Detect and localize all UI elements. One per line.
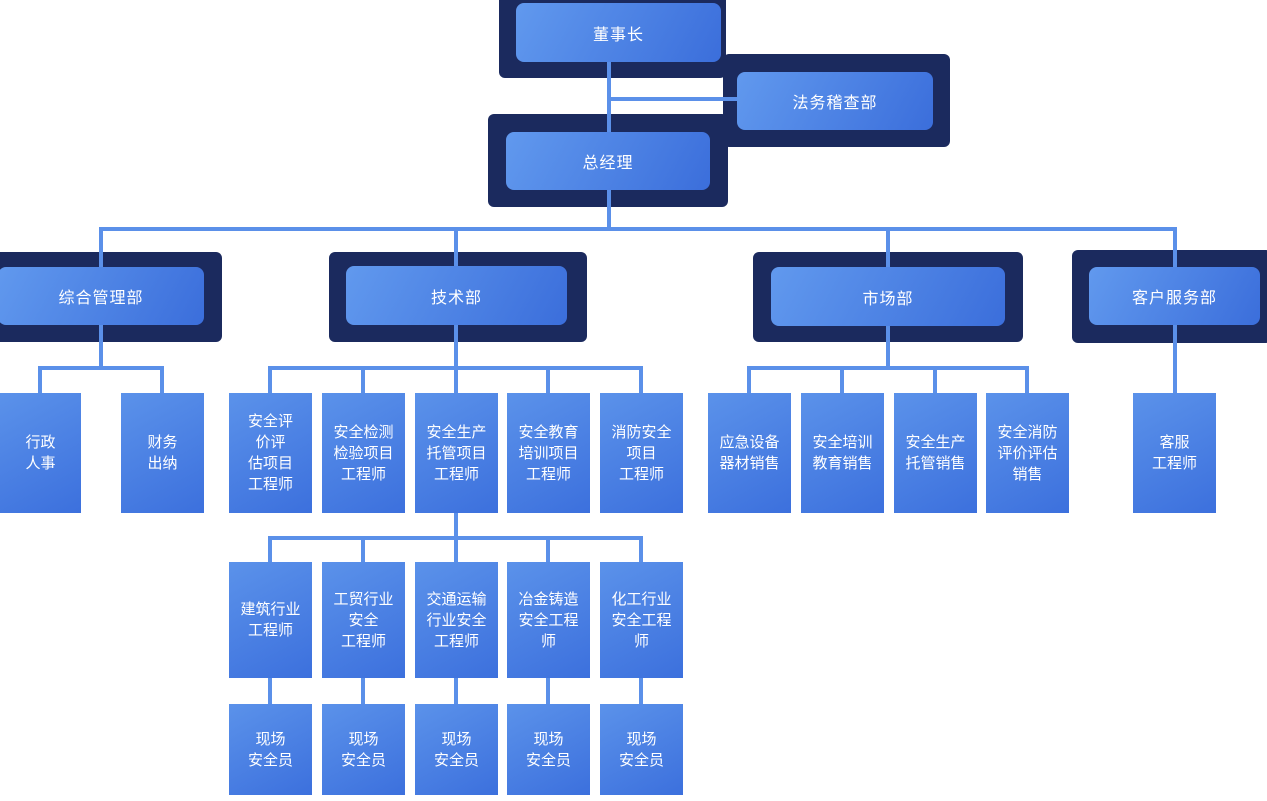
connector: [361, 540, 365, 562]
node-transportation-safety-engineer: 交通运输 行业安全 工程师: [415, 562, 498, 678]
connector: [607, 190, 611, 231]
connector: [639, 678, 643, 704]
node-dept-tech: 技术部: [346, 266, 567, 325]
connector: [99, 227, 1177, 231]
connector: [886, 231, 890, 267]
connector: [160, 370, 164, 393]
node-site-safety-officer: 现场 安全员: [229, 704, 312, 795]
node-safety-evaluation-engineer: 安全评 价评 估项目 工程师: [229, 393, 312, 513]
connector: [639, 540, 643, 562]
connector: [268, 536, 643, 540]
node-admin-hr: 行政 人事: [0, 393, 81, 513]
node-dept-market: 市场部: [771, 267, 1005, 326]
node-construction-industry-engineer: 建筑行业 工程师: [229, 562, 312, 678]
connector: [268, 366, 643, 370]
node-metallurgy-casting-safety-engineer: 冶金铸造 安全工程 师: [507, 562, 590, 678]
connector: [268, 678, 272, 704]
node-safety-education-training-engineer: 安全教育 培训项目 工程师: [507, 393, 590, 513]
connector: [1173, 325, 1177, 393]
connector: [933, 370, 937, 393]
connector: [747, 366, 1029, 370]
connector: [454, 231, 458, 266]
node-dept-customer-service: 客户服务部: [1089, 267, 1260, 325]
connector: [607, 97, 737, 101]
node-safety-production-trust-engineer: 安全生产 托管项目 工程师: [415, 393, 498, 513]
connector: [546, 540, 550, 562]
node-emergency-equipment-sales: 应急设备 器材销售: [708, 393, 791, 513]
node-customer-service-engineer: 客服 工程师: [1133, 393, 1216, 513]
node-industry-trade-safety-engineer: 工贸行业 安全 工程师: [322, 562, 405, 678]
node-chemical-industry-safety-engineer: 化工行业 安全工程 师: [600, 562, 683, 678]
connector: [546, 370, 550, 393]
node-site-safety-officer: 现场 安全员: [415, 704, 498, 795]
connector: [38, 366, 164, 370]
connector: [546, 678, 550, 704]
connector: [99, 325, 103, 366]
connector: [454, 678, 458, 704]
connector: [1025, 370, 1029, 393]
node-site-safety-officer: 现场 安全员: [507, 704, 590, 795]
connector: [1173, 231, 1177, 267]
connector: [268, 540, 272, 562]
node-site-safety-officer: 现场 安全员: [600, 704, 683, 795]
node-finance-cashier: 财务 出纳: [121, 393, 204, 513]
node-safety-inspection-engineer: 安全检测 检验项目 工程师: [322, 393, 405, 513]
node-chairman: 董事长: [516, 3, 721, 62]
node-safety-training-sales: 安全培训 教育销售: [801, 393, 884, 513]
node-legal-audit: 法务稽查部: [737, 72, 933, 130]
connector: [886, 326, 890, 366]
node-site-safety-officer: 现场 安全员: [322, 704, 405, 795]
connector: [454, 325, 458, 366]
connector: [639, 370, 643, 393]
connector: [361, 678, 365, 704]
node-dept-admin: 综合管理部: [0, 267, 204, 325]
connector: [454, 370, 458, 393]
node-general-manager: 总经理: [506, 132, 710, 190]
node-safety-production-trust-sales: 安全生产 托管销售: [894, 393, 977, 513]
connector: [454, 513, 458, 536]
connector: [99, 231, 103, 267]
connector: [747, 370, 751, 393]
connector: [268, 370, 272, 393]
connector: [361, 370, 365, 393]
node-fire-evaluation-sales: 安全消防 评价评估 销售: [986, 393, 1069, 513]
connector: [454, 540, 458, 562]
node-fire-safety-project-engineer: 消防安全 项目 工程师: [600, 393, 683, 513]
connector: [840, 370, 844, 393]
connector: [38, 370, 42, 393]
